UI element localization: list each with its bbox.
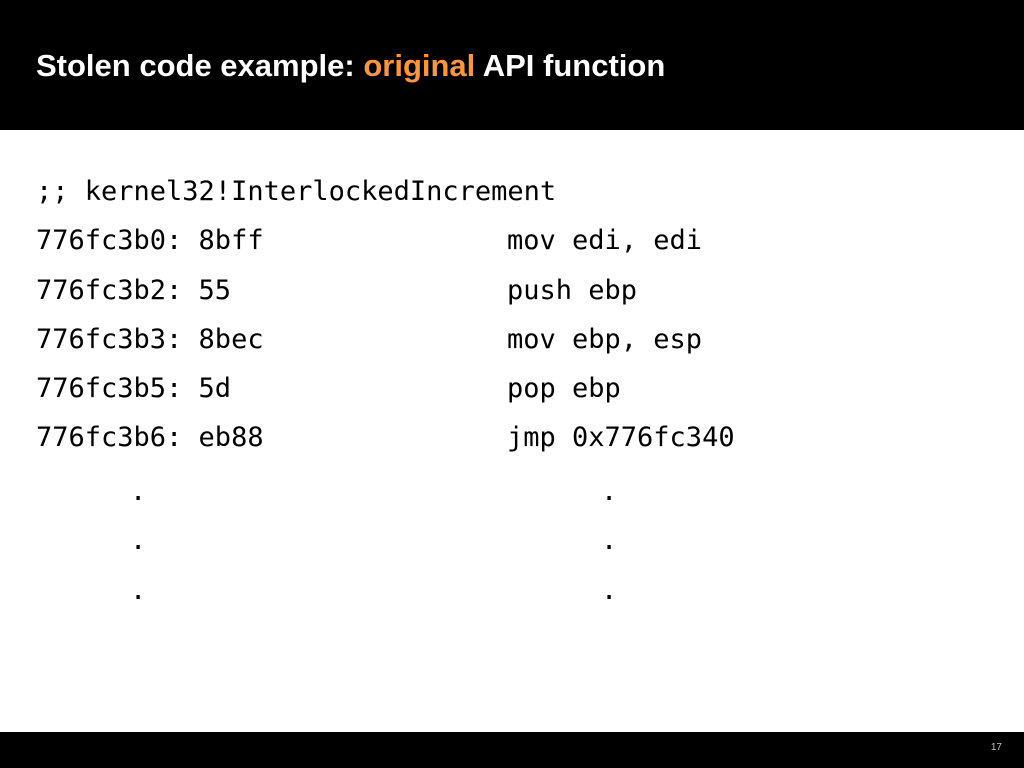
code-address: 776fc3b2: 55 bbox=[36, 274, 232, 306]
code-address: 776fc3b5: 5d bbox=[36, 373, 232, 405]
code-listing: ;; kernel32!InterlockedIncrement 776fc3b… bbox=[36, 170, 735, 466]
code-line: 776fc3b0: 8bff mov edi, edi bbox=[36, 219, 702, 268]
code-line: 776fc3b5: 5d pop ebp bbox=[36, 367, 621, 416]
ellipsis-dot: . bbox=[130, 525, 147, 557]
title-suffix: API function bbox=[475, 48, 666, 83]
code-instruction: jmp 0x776fc340 bbox=[507, 422, 735, 454]
code-line: 776fc3b2: 55 push ebp bbox=[36, 269, 637, 318]
title-bar: Stolen code example: original API functi… bbox=[0, 0, 1024, 130]
code-address: 776fc3b0: 8bff bbox=[36, 225, 264, 257]
code-line: 776fc3b3: 8bec mov ebp, esp bbox=[36, 318, 702, 367]
code-instruction: pop ebp bbox=[507, 373, 621, 405]
ellipsis-row: . . bbox=[0, 470, 1024, 519]
footer-bar: 17 bbox=[0, 732, 1024, 768]
code-comment-line: ;; kernel32!InterlockedIncrement bbox=[36, 170, 556, 219]
code-address: 776fc3b6: eb88 bbox=[36, 422, 264, 454]
ellipsis-dot: . bbox=[130, 574, 147, 606]
ellipsis-dot: . bbox=[130, 476, 147, 507]
code-line: 776fc3b6: eb88 jmp 0x776fc340 bbox=[36, 416, 735, 465]
ellipsis-row: . . bbox=[0, 569, 1024, 618]
ellipsis-row: . . bbox=[0, 519, 1024, 568]
title-highlight: original bbox=[363, 48, 476, 83]
page-number: 17 bbox=[990, 742, 1002, 753]
title-prefix: Stolen code example: bbox=[36, 48, 364, 83]
ellipsis-block: . . . . . . bbox=[0, 470, 1024, 618]
code-comment: ;; kernel32!InterlockedIncrement bbox=[36, 176, 557, 207]
code-address: 776fc3b3: 8bec bbox=[36, 323, 264, 355]
code-instruction: push ebp bbox=[507, 274, 638, 306]
ellipsis-dot: . bbox=[601, 476, 618, 507]
ellipsis-dot: . bbox=[601, 574, 618, 606]
slide-title: Stolen code example: original API functi… bbox=[36, 44, 665, 88]
ellipsis-dot: . bbox=[601, 525, 618, 557]
code-instruction: mov ebp, esp bbox=[507, 323, 703, 355]
code-instruction: mov edi, edi bbox=[507, 225, 703, 257]
